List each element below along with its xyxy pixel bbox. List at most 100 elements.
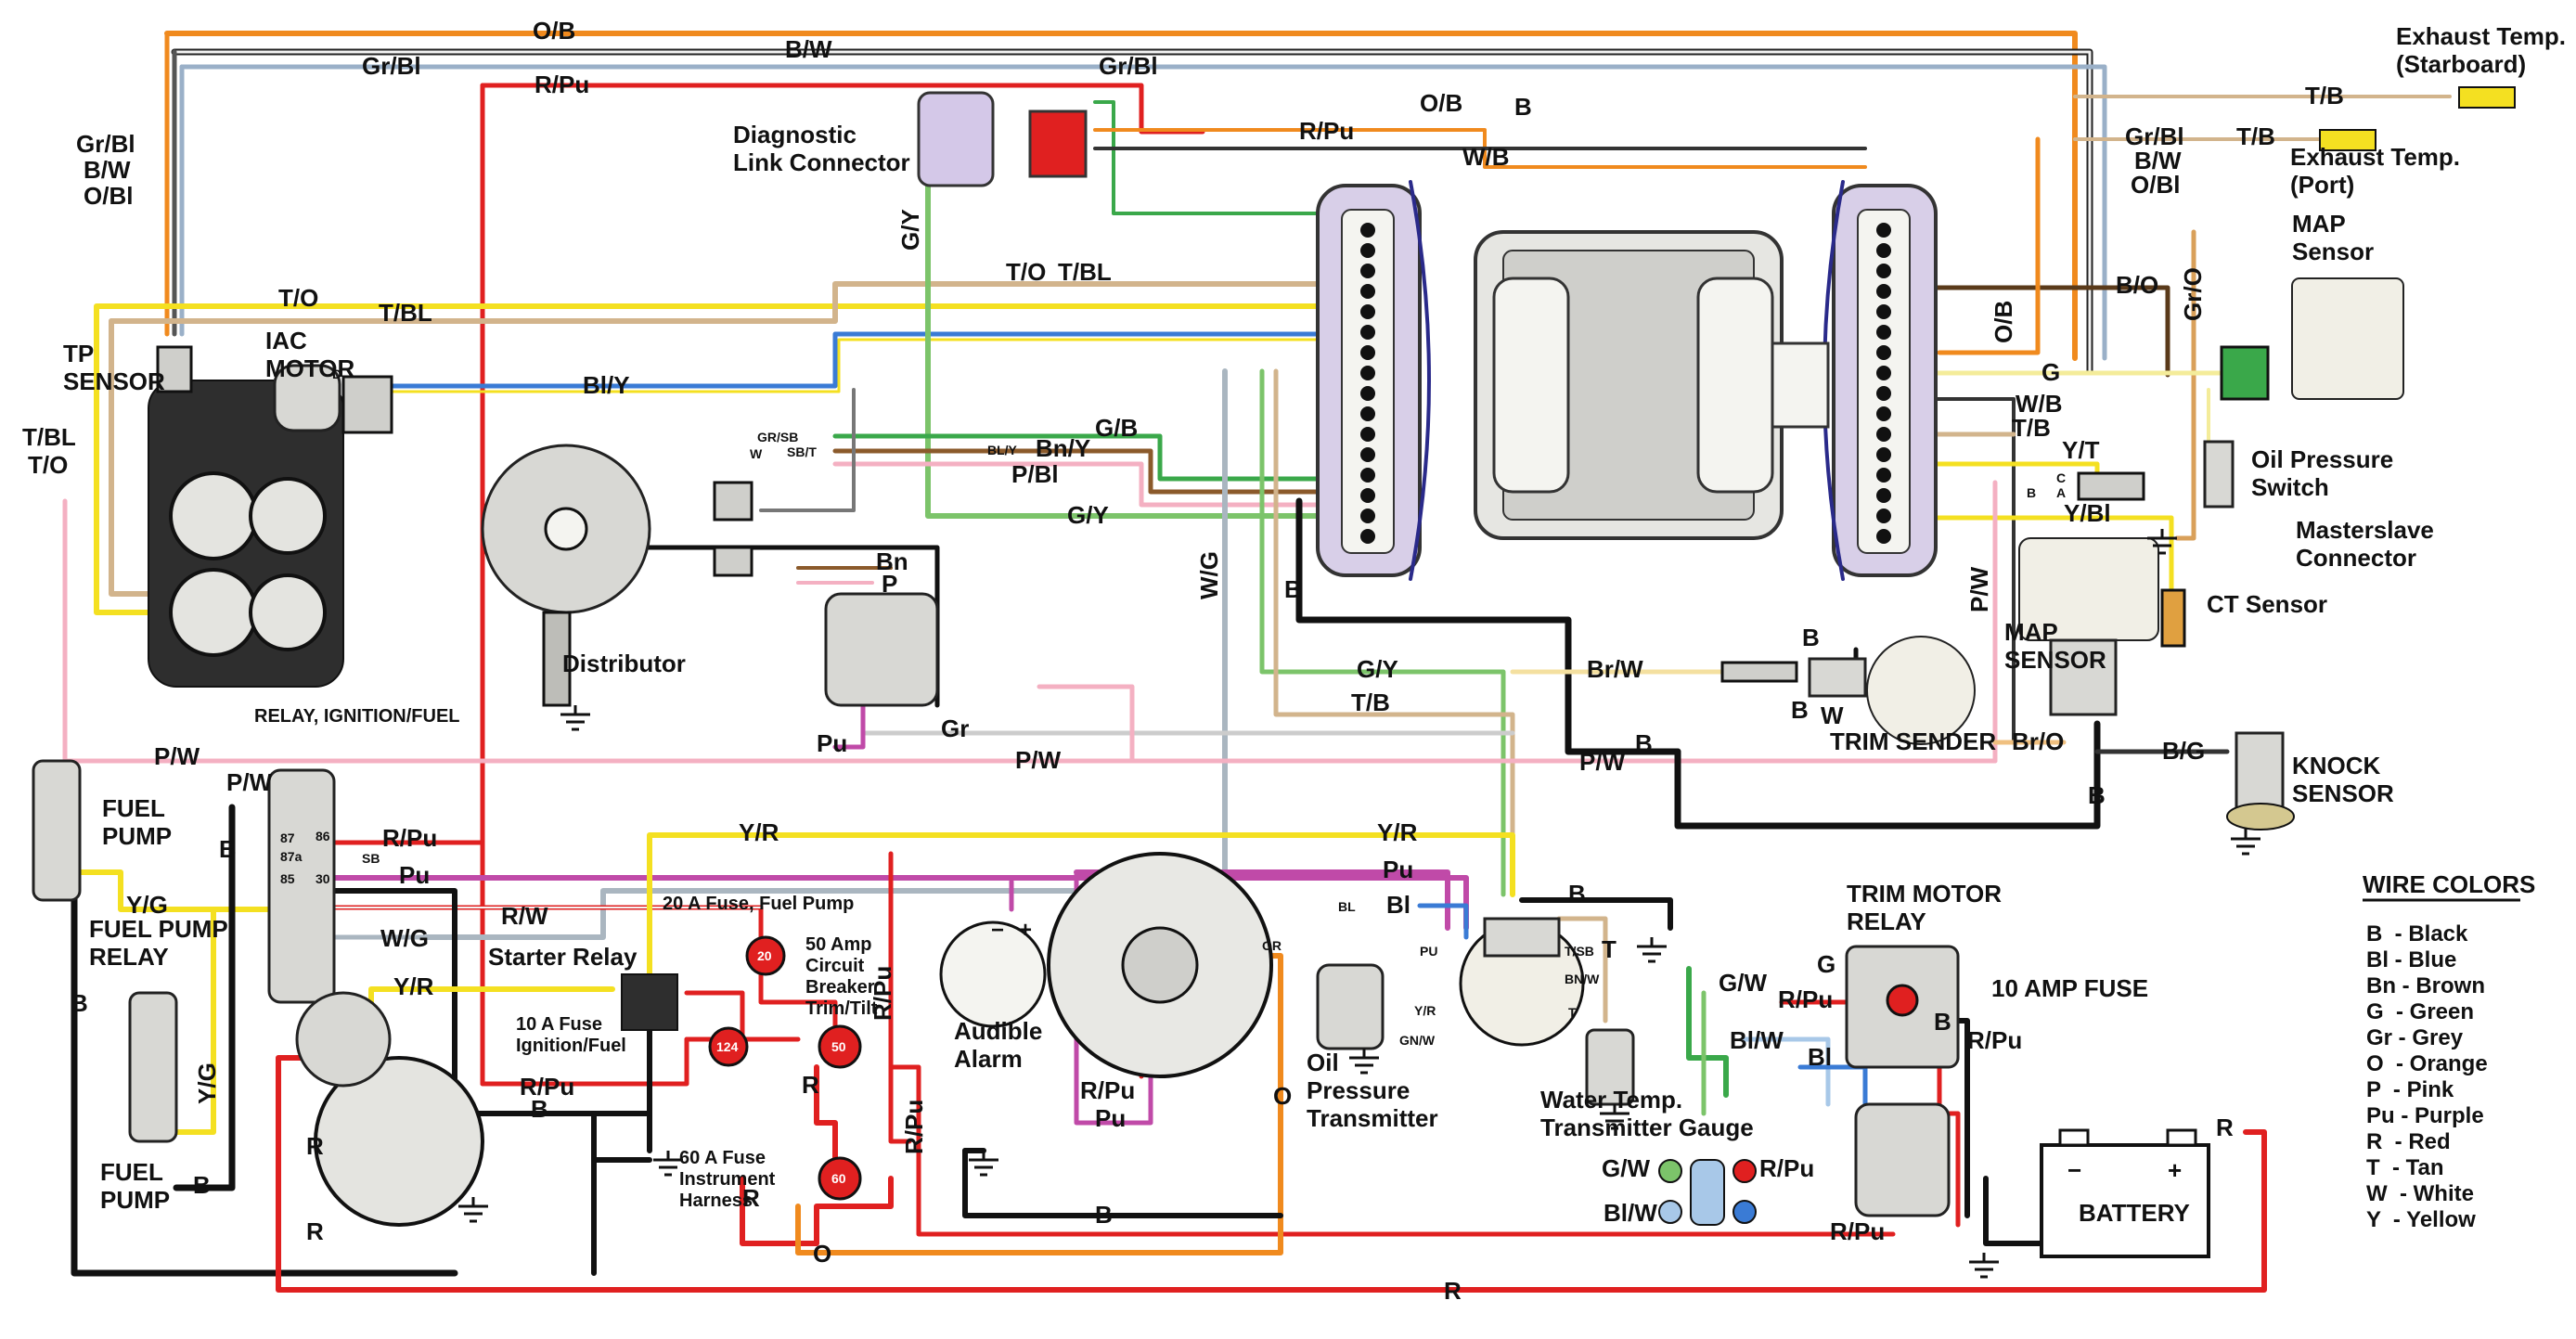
label-line: SENSOR: [2292, 779, 2394, 807]
wire-dist-bundle: [759, 388, 856, 512]
wire-g-trim: [1686, 966, 1729, 1098]
ecu-pin: [1360, 427, 1375, 442]
ecu-right-pinrow: [1857, 209, 1911, 554]
fuse-20-value: 20: [757, 948, 772, 963]
wire-rpu-fuse: [684, 953, 838, 1042]
wl-wg-relay: W/G: [380, 924, 429, 952]
label-line: Ignition/Fuel: [516, 1036, 626, 1056]
wl-w-trim: W: [1821, 702, 1844, 729]
iac-motor: [273, 364, 341, 432]
ecu-pin: [1876, 223, 1891, 238]
wl-obl-r: O/Bl: [2131, 171, 2180, 199]
wl-bny: Bn/Y: [1036, 434, 1090, 462]
ecu-pin: [1876, 243, 1891, 258]
wl-b-dlc: B: [1514, 93, 1532, 121]
wl-ob-dlc: O/B: [1420, 89, 1462, 117]
wl-gb: G/B: [1095, 414, 1138, 442]
throttle-bore-low: [169, 568, 258, 657]
wl-ob-vert: O/B: [1990, 301, 2017, 343]
battery-minus: −: [2067, 1156, 2081, 1184]
legend-item: Pu - Purple: [2366, 1103, 2484, 1128]
wire-r-60: [814, 1064, 838, 1163]
knock-sensor-base: [2226, 803, 2295, 830]
wl-pu-alt: Pu: [1095, 1104, 1126, 1132]
wl-tb-exh1: T/B: [2305, 82, 2344, 109]
ecu-pin: [1360, 468, 1375, 483]
label-battery: BATTERY: [2079, 1199, 2190, 1227]
label-line: PUMP: [100, 1186, 170, 1214]
pin-gnw: GN/W: [1399, 1033, 1436, 1048]
wire-wb-right: [1900, 397, 2016, 744]
legend-item: G - Green: [2366, 999, 2474, 1024]
wl-rpu-dlc: R/Pu: [1299, 117, 1354, 145]
wl-pw-long2: P/W: [1015, 746, 1062, 774]
distributor-shaft: [542, 611, 572, 707]
wire-b-bottom: [962, 1148, 1283, 1218]
wire-b-fp: [71, 804, 458, 1277]
fuse-124-value: 124: [716, 1039, 739, 1054]
ecu-pin: [1876, 386, 1891, 401]
wl-blw-trim: Bl/W: [1730, 1026, 1784, 1054]
label-line: SENSOR: [2004, 646, 2106, 674]
wl-r-low1: R: [306, 1132, 324, 1160]
ecu-left-bracket: [1409, 180, 1431, 581]
wire-r-low: [276, 1055, 2267, 1293]
ecu-pin: [1360, 406, 1375, 421]
label-line: Masterslave: [2296, 516, 2434, 544]
oil-transmitter-body: [1316, 963, 1385, 1050]
wire-gb: [832, 433, 1354, 482]
wl-wb-dlc: W/B: [1462, 143, 1510, 171]
label-line: Sensor: [2292, 238, 2374, 265]
label-line: Oil: [1307, 1049, 1339, 1076]
map-sensor-top-body: [2291, 277, 2404, 400]
wl-gw-trim: G/W: [1719, 969, 1767, 997]
fuel-pump-low-body: [128, 991, 178, 1143]
label-line: Exhaust Temp.: [2290, 143, 2460, 171]
ecu-pins: [1360, 223, 1891, 544]
pin-bnw: BN/W: [1565, 972, 1600, 986]
wl-b-bottom: B: [1095, 1201, 1113, 1229]
wire-blw-trim: [1742, 1036, 1831, 1107]
wire-b-mid: [1674, 720, 2101, 830]
ecu-socket-right: [1696, 277, 1774, 494]
label-trim-sender: TRIM SENDER: [1830, 727, 1996, 755]
wire-bny: [832, 448, 1354, 495]
wl-blw-conn: Bl/W: [1604, 1199, 1657, 1227]
legend-title: WIRE COLORS: [2363, 870, 2535, 898]
label-line: FUEL PUMP: [89, 915, 228, 943]
label-line: Circuit: [805, 956, 865, 976]
wl-yr-right: Y/R: [1377, 818, 1418, 846]
relay-pin-87a: 87a: [280, 849, 303, 864]
wl-gw-conn: G/W: [1602, 1154, 1650, 1182]
wl-gro: Gr/O: [2179, 267, 2207, 321]
fuse-20-body: [745, 935, 786, 976]
wire-r-low3: [740, 1176, 894, 1246]
distributor-center: [544, 507, 588, 551]
wire-tbl: [109, 281, 1354, 324]
wl-r-batt: R: [2216, 1114, 2234, 1141]
pin-yr: Y/R: [1414, 1003, 1436, 1018]
wl-rpu-trimmot: R/Pu: [1967, 1026, 2022, 1054]
wl-to-left: T/O: [278, 284, 318, 312]
label-exhaust-starboard: Exhaust Temp.(Starboard): [2396, 22, 2566, 78]
wl-pw-mid: P/W: [1579, 748, 1626, 776]
wire-wg-vert: [424, 368, 1228, 940]
alternator-pulley: [1121, 926, 1199, 1004]
distributor-plug2: [713, 546, 753, 577]
wire-t-block: [1556, 916, 1608, 1024]
label-line: KNOCK: [2292, 752, 2381, 779]
wire-pbl: [832, 461, 1354, 508]
label-line: RELAY: [1847, 908, 1926, 935]
battery-body: [2040, 1143, 2210, 1258]
ecu-pin: [1876, 366, 1891, 380]
harness-block-top: [1483, 917, 1561, 958]
wl-b-side: B: [71, 989, 88, 1017]
wl-rpu-alt: R/Pu: [1080, 1076, 1135, 1104]
wl-yr-top: Y/R: [739, 818, 779, 846]
wl-tb-exh2: T/B: [2236, 122, 2275, 150]
pin-a: A: [2056, 485, 2066, 500]
